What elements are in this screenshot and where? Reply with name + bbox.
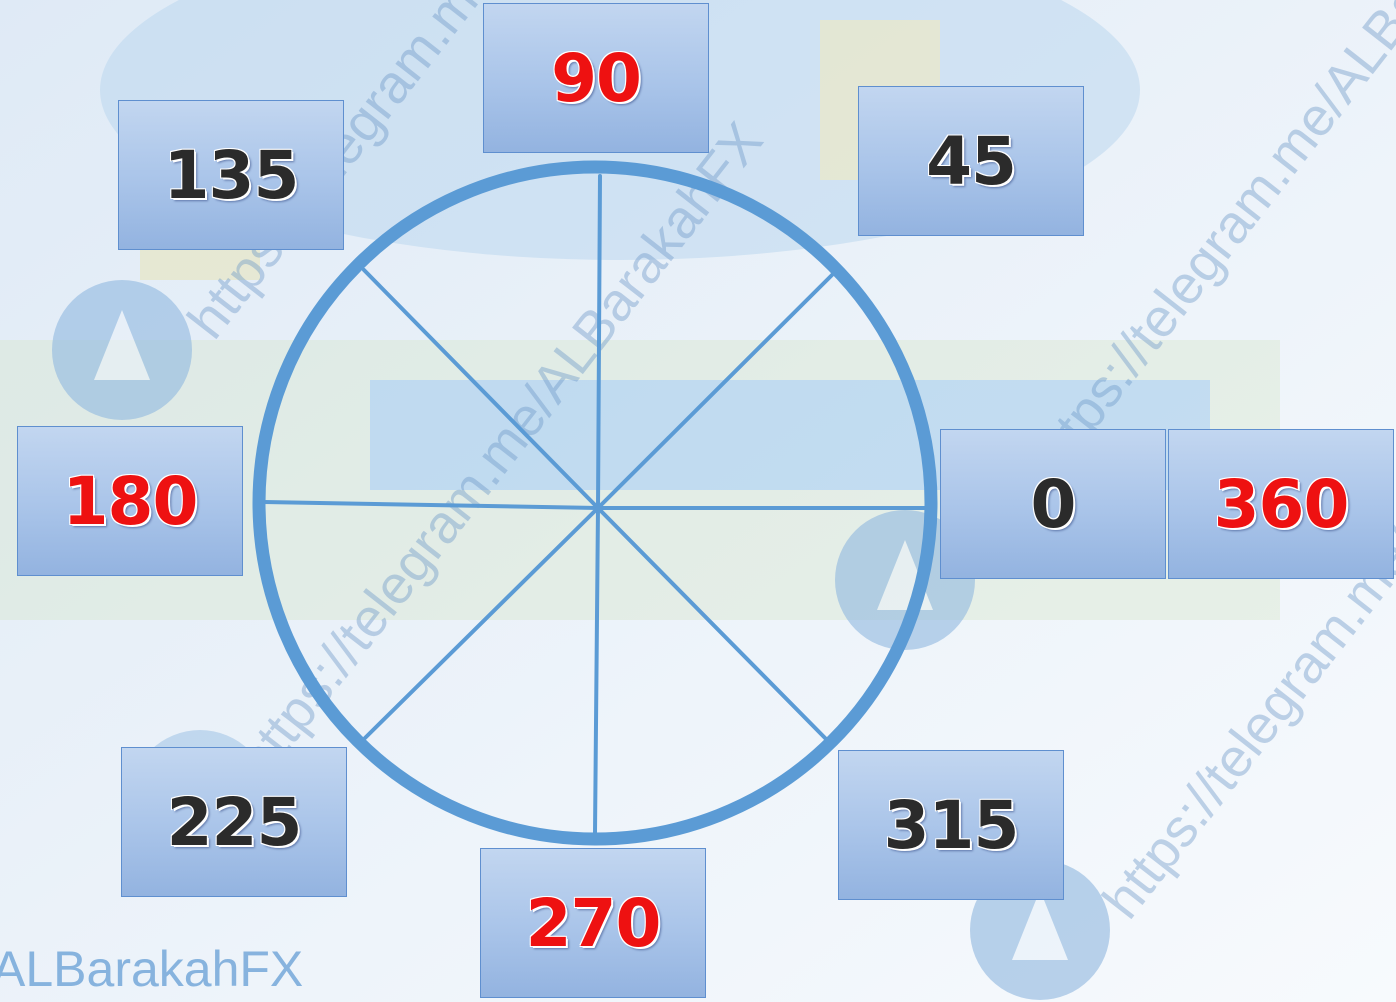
angle-box-0: 0 — [940, 429, 1166, 579]
angle-box-225: 225 — [121, 747, 347, 897]
angle-box-90: 90 — [483, 3, 709, 153]
angle-label: 90 — [551, 40, 641, 117]
angle-label: 360 — [1214, 466, 1349, 543]
spoke-270 — [595, 508, 598, 833]
angle-box-180: 180 — [17, 426, 243, 576]
angle-box-360: 360 — [1168, 429, 1394, 579]
spoke-180 — [264, 502, 598, 508]
spoke-315 — [598, 508, 828, 741]
angle-label: 135 — [164, 137, 299, 214]
angle-box-135: 135 — [118, 100, 344, 250]
spoke-90 — [598, 176, 600, 508]
angle-box-270: 270 — [480, 848, 706, 998]
angle-label: 45 — [926, 123, 1016, 200]
angle-label: 315 — [884, 787, 1019, 864]
angle-label: 180 — [63, 463, 198, 540]
spoke-225 — [365, 508, 598, 738]
angle-label: 225 — [167, 784, 302, 861]
angle-label: 270 — [526, 885, 661, 962]
angle-box-45: 45 — [858, 86, 1084, 236]
angle-label: 0 — [1031, 466, 1076, 543]
angle-box-315: 315 — [838, 750, 1064, 900]
spoke-45 — [598, 275, 832, 508]
spoke-135 — [364, 270, 598, 508]
